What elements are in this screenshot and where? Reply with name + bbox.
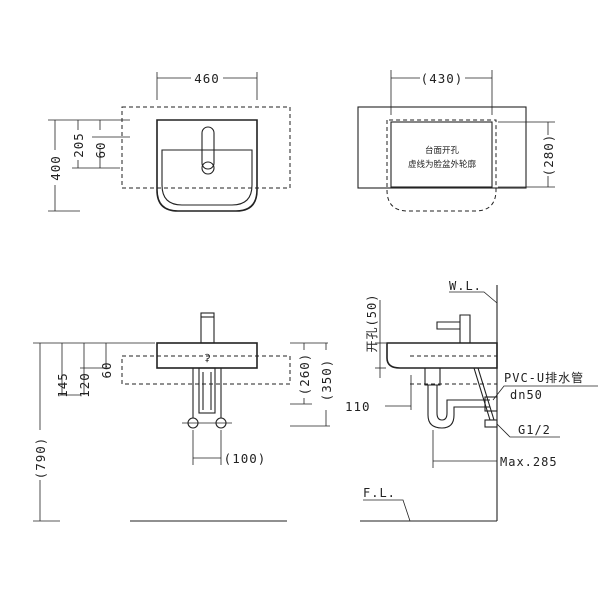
front-dim-790: (790) [33, 437, 48, 480]
counter-depth-dim: (280) [541, 134, 556, 177]
top-view-drain [201, 161, 215, 175]
front-trap [198, 367, 216, 414]
side-faucet [436, 314, 471, 343]
counter-view: 台面开孔 虚线为脸盆外轮廓 (430) (280) [357, 70, 556, 212]
side-dim-110: 110 [345, 399, 371, 414]
side-trap [427, 385, 490, 429]
top-view-dim-400: 400 [48, 155, 63, 181]
counter-top-outline [357, 106, 527, 189]
front-dim-145: 145 [55, 372, 70, 398]
front-dim-260: (260) [297, 353, 312, 396]
front-drain-symbol: ⚳ [203, 353, 210, 364]
counter-width-dim: (430) [421, 71, 464, 86]
side-max-label: Max.285 [500, 455, 558, 469]
side-basin [386, 342, 498, 369]
top-view-width-dim: 460 [194, 71, 220, 86]
top-view-counter-outline [121, 106, 291, 189]
counter-basin-dashed-outline [386, 119, 497, 212]
side-hole-label: 开孔(50) [365, 294, 379, 353]
top-view: 460 400 205 60 [48, 71, 291, 212]
side-pipe-size: dn50 [510, 388, 543, 402]
front-dim-100: (100) [224, 451, 267, 466]
front-dim-60: 60 [99, 361, 114, 378]
side-floor-label: F.L. [363, 486, 396, 500]
counter-note-line2: 虚线为脸盆外轮廓 [408, 159, 477, 170]
side-drain [424, 368, 441, 386]
front-faucet [200, 312, 215, 344]
top-view-dim-205: 205 [71, 132, 86, 158]
front-view: ⚳ (100) (790) 145 120 60 [33, 312, 334, 522]
front-dim-350: (350) [319, 359, 334, 402]
side-thread-label: G1/2 [518, 423, 551, 437]
side-wall-label: W.L. [449, 279, 482, 293]
side-view: W.L. F.L. 开孔(50) 110 PVC-U排水管 dn50 G [345, 279, 598, 522]
front-counter-dashed [121, 355, 291, 385]
counter-cutout [390, 121, 493, 188]
front-dim-120: 120 [77, 372, 92, 398]
side-supply-pipe [473, 367, 495, 421]
top-view-bowl [161, 149, 253, 206]
top-view-basin-outline [156, 119, 258, 212]
top-view-faucet [201, 126, 215, 170]
counter-note-line1: 台面开孔 [425, 145, 460, 156]
side-pipe-label: PVC-U排水管 [504, 370, 584, 385]
top-view-dim-60: 60 [93, 141, 108, 158]
